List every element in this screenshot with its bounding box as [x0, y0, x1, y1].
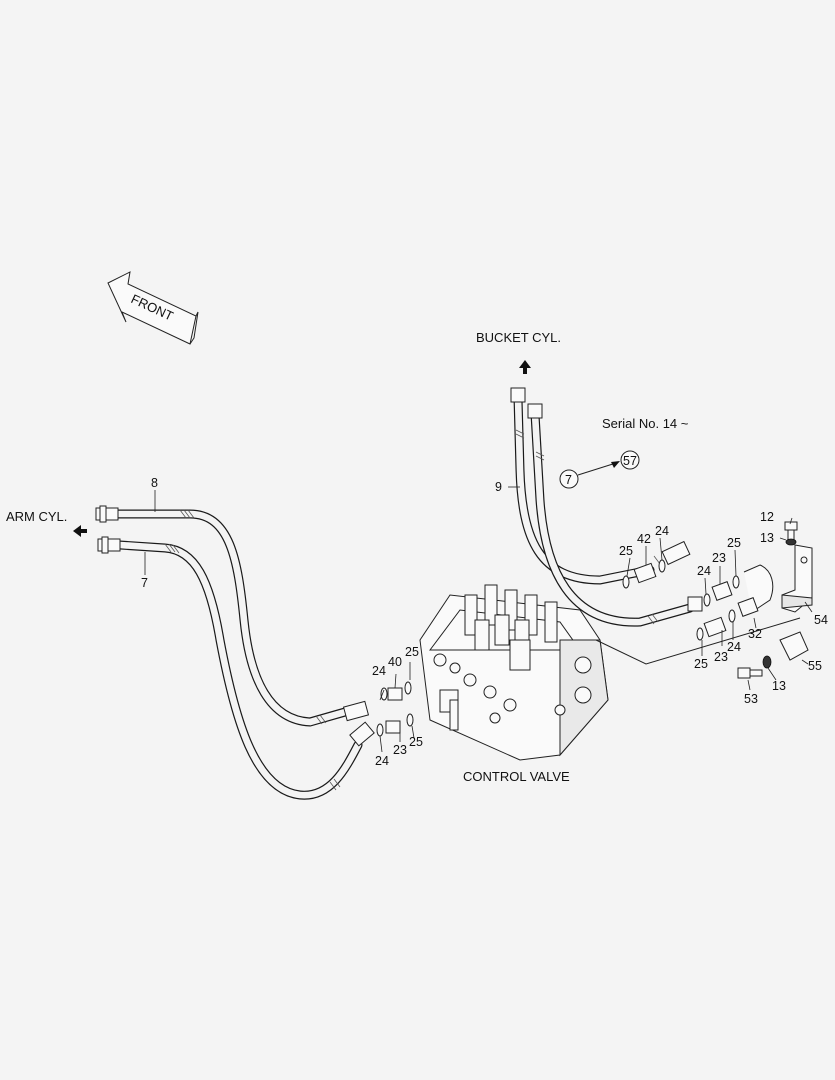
- bucket-cyl-label: BUCKET CYL.: [476, 330, 561, 345]
- bucket-fittings-low: [696, 609, 736, 641]
- part-number-7-arm: 7: [141, 576, 148, 590]
- clamp-55: [779, 631, 809, 661]
- part-number-24-mid: 24: [727, 640, 741, 654]
- part-number-8: 8: [151, 476, 158, 490]
- leader-lines: [144, 486, 813, 753]
- part-number-23-mid: 23: [714, 650, 728, 664]
- control-valve: [419, 584, 609, 761]
- part-number-23-left-bottom: 23: [393, 743, 407, 757]
- part-number-9: 9: [495, 480, 502, 494]
- part-number-13-top: 13: [760, 531, 774, 545]
- part-number-24-right: 24: [697, 564, 711, 578]
- serial-number-label: Serial No. 14 ~: [602, 416, 689, 431]
- part-number-23-top: 23: [712, 551, 726, 565]
- mounting-bracket-54: [781, 544, 813, 613]
- part-number-25-right: 25: [727, 536, 741, 550]
- part-number-24-left-bottom: 24: [375, 754, 389, 768]
- part-number-42: 42: [637, 532, 651, 546]
- part-number-25-left-top: 25: [405, 645, 419, 659]
- part-number-25-left-bottom: 25: [409, 735, 423, 749]
- part-number-40: 40: [388, 655, 402, 669]
- arm-cyl-label: ARM CYL.: [6, 509, 67, 524]
- bucket-arrow-icon: [519, 360, 531, 374]
- bolt-53: [737, 667, 763, 679]
- bolt-12: [784, 521, 798, 541]
- washer-13-top: [785, 538, 797, 546]
- hose-hatching: [164, 429, 661, 791]
- part-number-53: 53: [744, 692, 758, 706]
- arm-hose-8: [95, 505, 370, 727]
- part-number-24-top: 24: [655, 524, 669, 538]
- part-number-32: 32: [748, 627, 762, 641]
- circled-ref-57: 57: [623, 454, 637, 468]
- part-number-12: 12: [760, 510, 774, 524]
- part-number-13-bottom: 13: [772, 679, 786, 693]
- bucket-hose-9: [510, 387, 655, 585]
- circled-ref-7: 7: [565, 473, 572, 487]
- alignment-lines: [595, 617, 801, 665]
- arm-fittings-bottom: [376, 713, 414, 737]
- arm-fittings-top: [380, 681, 412, 701]
- reference-callout: 7 57: [559, 450, 640, 489]
- control-valve-label: CONTROL VALVE: [463, 769, 570, 784]
- part-number-24-left-top: 24: [372, 664, 386, 678]
- part-number-54: 54: [814, 613, 828, 627]
- part-number-25-top: 25: [619, 544, 633, 558]
- bucket-fittings-top: [622, 540, 691, 589]
- part-number-55: 55: [808, 659, 822, 673]
- front-arrow: FRONT: [107, 271, 199, 345]
- arm-hose-7: [97, 536, 375, 800]
- bucket-fittings-mid: [687, 564, 774, 617]
- washer-13-bottom: [762, 655, 772, 669]
- part-number-25-mid: 25: [694, 657, 708, 671]
- part-number-labels: 8 7 9 12 13 24 42 25 23 25 24 54 32 24 2…: [141, 476, 828, 768]
- bucket-hose-7: [527, 403, 695, 627]
- arm-arrow-icon: [73, 525, 87, 537]
